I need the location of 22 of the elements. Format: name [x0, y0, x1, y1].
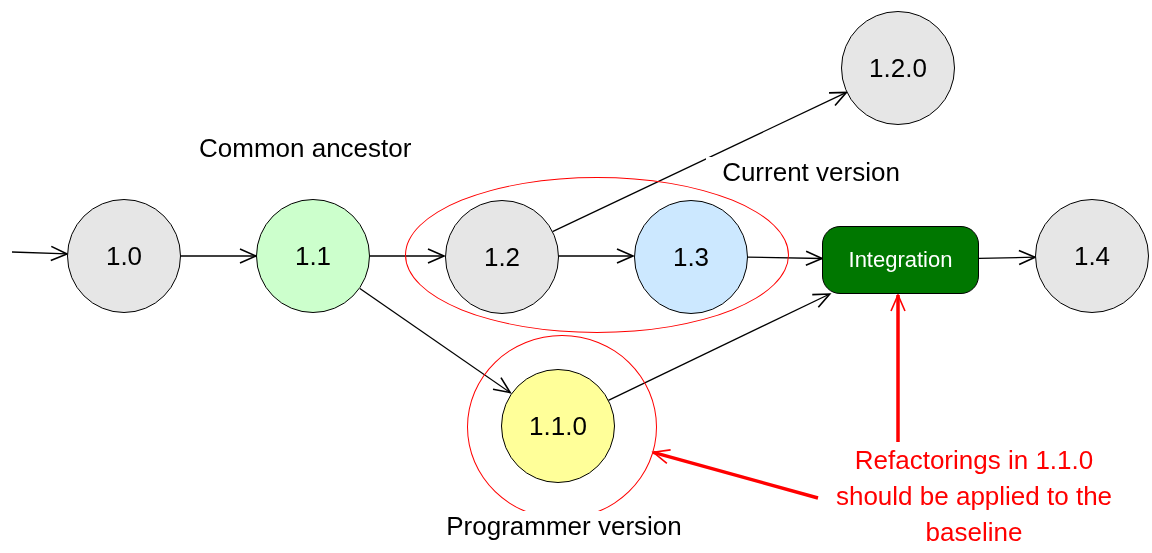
version-label: 1.1 — [293, 240, 333, 272]
version-label: 1.1.0 — [528, 410, 588, 442]
node-caption: Common ancestor — [199, 133, 412, 164]
arrow — [180, 248, 257, 264]
arrow — [557, 248, 634, 264]
integration-box — [822, 226, 979, 294]
version-label: 1.4 — [1072, 240, 1112, 272]
arrow — [978, 249, 1036, 266]
version-label: 1.2 — [482, 241, 522, 273]
annotation-note: Refactorings in 1.1.0 should be applied to the baseline — [818, 442, 1130, 550]
arrow — [11, 245, 68, 262]
arrow — [551, 91, 848, 233]
version-label: 1.3 — [671, 241, 711, 273]
version-label: Integration — [847, 247, 954, 273]
arrow — [369, 248, 445, 264]
arrow — [746, 250, 823, 266]
arrow — [890, 294, 906, 442]
version-label: 1.2.0 — [868, 52, 928, 84]
arrow — [607, 293, 831, 401]
arrow — [359, 287, 511, 394]
arrow — [652, 449, 819, 500]
version-label: 1.0 — [104, 240, 144, 272]
